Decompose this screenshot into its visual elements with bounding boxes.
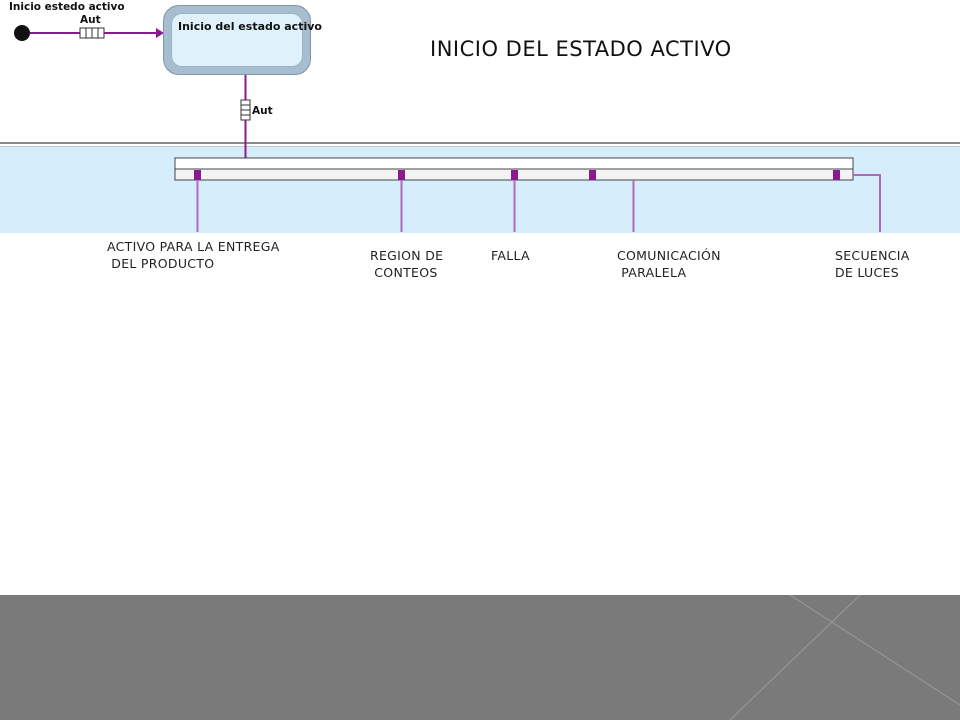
page-title: INICIO DEL ESTADO ACTIVO: [430, 37, 732, 61]
region-label: SECUENCIA DE LUCES: [835, 248, 910, 280]
footer-decoration: [729, 594, 960, 721]
trigger-label: Aut: [252, 105, 273, 117]
state-name: Inicio del estado activo: [178, 20, 322, 33]
region-connector: [853, 174, 881, 232]
arrowhead: [156, 28, 164, 38]
region-label: ACTIVO PARA LA ENTREGA DEL PRODUCTO: [107, 239, 280, 271]
separator-line: [0, 142, 960, 144]
region-label: COMUNICACIÓN PARALELA: [617, 248, 721, 280]
region-label: REGION DE CONTEOS: [370, 248, 444, 280]
state-node[interactable]: Inicio del estado activo: [163, 5, 322, 75]
initial-node-label: Inicio estedo activo: [9, 1, 125, 13]
trigger-marker[interactable]: [79, 27, 105, 39]
region-port[interactable]: [194, 170, 201, 180]
fork-bar[interactable]: [174, 157, 854, 170]
region-port[interactable]: [511, 170, 518, 180]
footer-band: [0, 594, 960, 721]
region-port[interactable]: [833, 170, 840, 180]
initial-node[interactable]: [14, 25, 30, 41]
statechart-canvas: [14, 25, 881, 232]
trigger-marker[interactable]: [240, 99, 251, 121]
state-node-body: Inicio del estado activo: [171, 13, 322, 67]
region-port[interactable]: [589, 170, 596, 180]
region-port[interactable]: [398, 170, 405, 180]
region-label: FALLA: [491, 248, 530, 263]
trigger-label: Aut: [80, 14, 101, 26]
